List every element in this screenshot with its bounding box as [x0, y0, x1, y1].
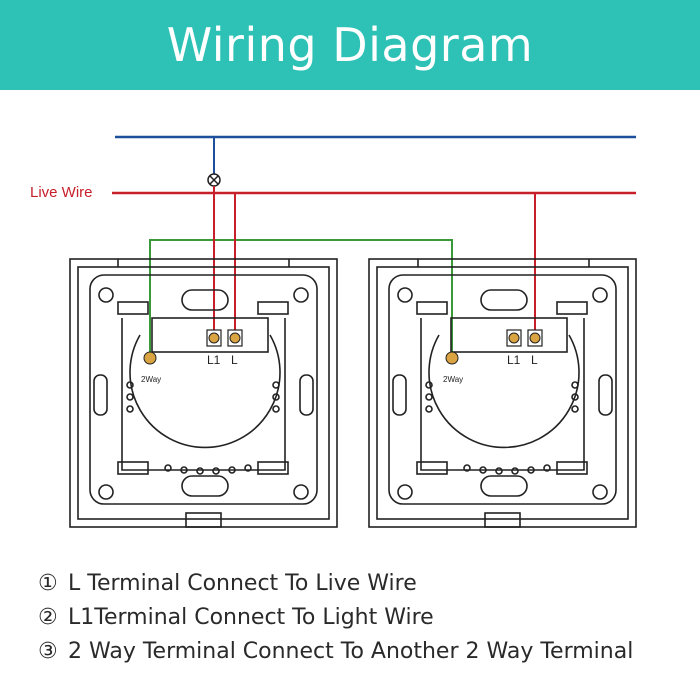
switch-left — [69, 258, 338, 528]
terminal-l1-right — [506, 329, 522, 347]
terminal-l1-label-left: L1 — [207, 353, 221, 367]
title-banner: Wiring Diagram — [0, 0, 700, 90]
terminal-2way-label-right: 2Way — [443, 375, 463, 384]
live-wire-label: Live Wire — [30, 184, 93, 201]
page-title: Wiring Diagram — [166, 18, 534, 72]
instruction-item: ② L1Terminal Connect To Light Wire — [38, 600, 688, 634]
terminal-l-label-left: L — [231, 353, 238, 367]
terminal-2way-right — [445, 351, 459, 365]
instruction-item: ① L Terminal Connect To Live Wire — [38, 566, 688, 600]
step-number: ② — [38, 604, 58, 630]
lamp-icon — [207, 173, 221, 187]
wiring-diagram: Live Wire — [30, 135, 637, 528]
instruction-text: L Terminal Connect To Live Wire — [68, 570, 417, 596]
two-way-link-wire — [149, 239, 453, 357]
step-number: ① — [38, 570, 58, 596]
terminal-l1-left — [206, 329, 222, 347]
step-number: ③ — [38, 638, 58, 664]
instruction-item: ③ 2 Way Terminal Connect To Another 2 Wa… — [38, 634, 688, 668]
switch-right — [368, 258, 637, 528]
terminal-l-right — [527, 329, 543, 347]
terminal-l-label-right: L — [531, 353, 538, 367]
instruction-text: L1Terminal Connect To Light Wire — [68, 604, 434, 630]
terminal-2way-left — [143, 351, 157, 365]
terminal-2way-label-left: 2Way — [141, 375, 161, 384]
instruction-text: 2 Way Terminal Connect To Another 2 Way … — [68, 638, 634, 664]
instructions-list: ① L Terminal Connect To Live Wire ② L1Te… — [38, 566, 688, 668]
terminal-l-left — [227, 329, 243, 347]
terminal-l1-label-right: L1 — [507, 353, 521, 367]
